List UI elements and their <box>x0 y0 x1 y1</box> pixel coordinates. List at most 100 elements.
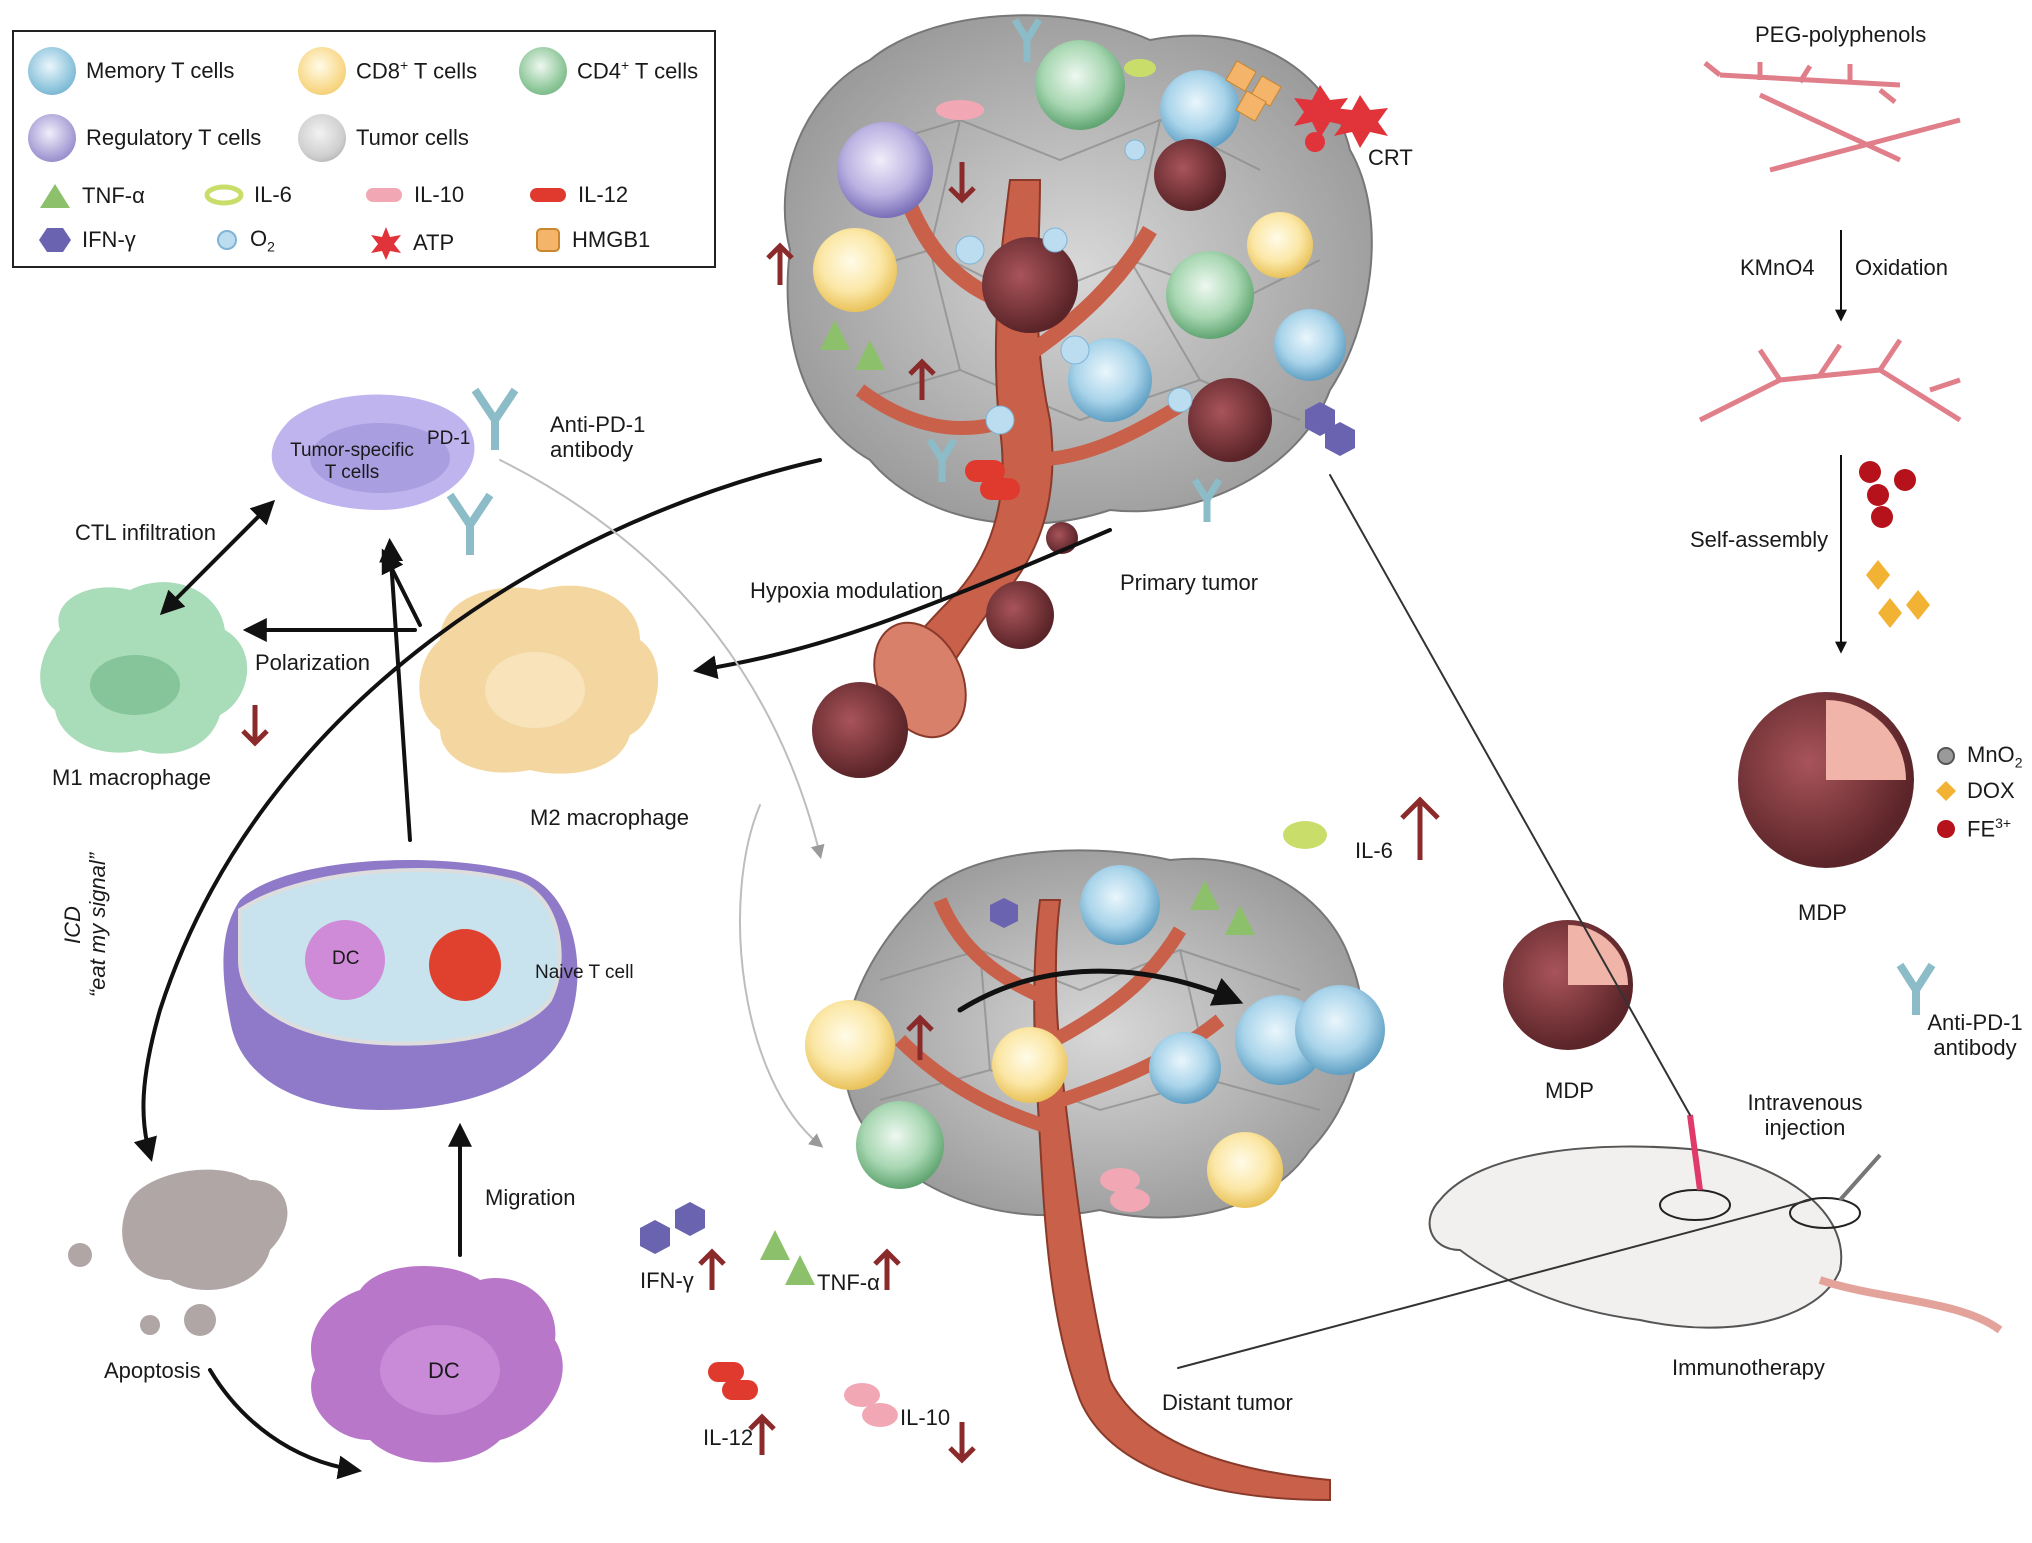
peg-polyphenols-label: PEG-polyphenols <box>1755 22 1927 47</box>
anti-pd1-antibody-label-right: Anti-PD-1 antibody <box>1927 1010 2023 1061</box>
star-icon <box>371 227 401 260</box>
legend-label: IFN-γ <box>82 227 136 252</box>
pill-icon <box>530 188 566 202</box>
lymph-dc-label: DC <box>332 948 360 969</box>
apoptotic-cell <box>68 1169 288 1336</box>
legend-label: IL-10 <box>414 182 465 207</box>
key-dox: DOX <box>1935 778 2015 804</box>
legend-label: TNF-α <box>82 183 145 208</box>
self-assembly-label: Self-assembly <box>1690 527 1829 552</box>
ring-icon <box>204 184 244 206</box>
mouse <box>1428 1114 2003 1334</box>
tumor-specific-t-cell <box>271 394 475 510</box>
square-icon <box>536 228 560 252</box>
distant-cells <box>805 865 1385 1212</box>
lymph-node <box>223 860 578 1110</box>
dox-diamond-icon <box>1936 781 1956 801</box>
m2-macrophage-label: M2 macrophage <box>530 805 689 830</box>
crt-label: CRT <box>1368 145 1413 170</box>
legend-hmgb1: HMGB1 <box>534 226 650 254</box>
polarization-label: Polarization <box>255 650 370 675</box>
legend-label: HMGB1 <box>572 227 651 252</box>
key-label: MnO2 <box>1967 742 2023 771</box>
fe-dox-inputs <box>1859 461 1930 628</box>
tumor-cell-icon <box>298 114 346 162</box>
antibodies-top <box>446 387 519 555</box>
legend-label: ATP <box>413 230 455 255</box>
icd-eat-my-signal-label: ICD “eat my signal” <box>60 852 111 998</box>
legend-memory-t-cells: Memory T cells <box>28 47 234 95</box>
legend-cd8-t-cells: CD8+ T cells <box>298 47 477 95</box>
primary-molecules <box>820 18 1388 522</box>
legend-il10: IL-10 <box>364 182 464 208</box>
naive-t-cell-label: Naive T cell <box>535 962 634 983</box>
hypoxia-modulation-label: Hypoxia modulation <box>750 578 944 603</box>
il6-label: IL-6 <box>1355 838 1393 863</box>
key-fe3: FE3+ <box>1935 815 2011 842</box>
legend-label: IL-6 <box>254 182 292 207</box>
hexagon-icon <box>39 228 71 252</box>
mdp-particle-mouse <box>1503 920 1633 1050</box>
tnf-alpha-label: TNF-α <box>817 1270 880 1295</box>
regulatory-t-cell-icon <box>28 114 76 162</box>
apoptosis-label: Apoptosis <box>104 1358 201 1383</box>
key-mno2: MnO2 <box>1935 742 2022 770</box>
pill-icon <box>366 188 402 202</box>
distant-tumor-vessel <box>895 897 1331 1502</box>
m2-macrophage <box>419 585 659 774</box>
m1-macrophage <box>40 582 248 754</box>
fe-dot-icon <box>1937 819 1955 838</box>
il12-label: IL-12 <box>703 1425 754 1450</box>
legend-il6: IL-6 <box>204 182 292 208</box>
anti-pd1-antibody-label-top: Anti-PD-1 antibody <box>550 412 646 463</box>
legend-label: CD8+ T cells <box>356 57 478 84</box>
triangle-icon <box>40 184 70 208</box>
legend-label: Memory T cells <box>86 58 235 83</box>
memory-t-cell-icon <box>28 47 76 95</box>
peg-polyphenols-structure <box>1703 61 1961 173</box>
mdp-label: MDP <box>1798 900 1847 925</box>
dendritic-cell <box>311 1266 563 1463</box>
legend-atp: ATP <box>369 226 454 260</box>
il10-label: IL-10 <box>900 1405 951 1430</box>
cytokine-icons-bottom <box>640 821 1327 1427</box>
oxidized-polymer-structure <box>1698 338 1962 423</box>
legend-cd4-t-cells: CD4+ T cells <box>519 47 698 95</box>
intravenous-injection-label: Intravenous injection <box>1747 1090 1863 1141</box>
legend-tnf: TNF-α <box>38 182 145 210</box>
immunotherapy-label: Immunotherapy <box>1672 1355 1825 1380</box>
dc-label: DC <box>428 1358 460 1383</box>
mdp-mouse-label: MDP <box>1545 1078 1594 1103</box>
key-label: FE3+ <box>1967 815 2012 842</box>
kmno4-label: KMnO4 <box>1740 255 1815 280</box>
ifn-gamma-label: IFN-γ <box>640 1268 694 1293</box>
migration-label: Migration <box>485 1185 576 1210</box>
antibody-right <box>1896 962 1936 1015</box>
legend-label: Tumor cells <box>356 125 469 150</box>
legend: Memory T cells CD8+ T cells CD4+ T cells… <box>12 30 716 268</box>
legend-ifn: IFN-γ <box>38 226 136 254</box>
primary-tumor-label: Primary tumor <box>1120 570 1259 595</box>
legend-regulatory-t-cells: Regulatory T cells <box>28 114 261 162</box>
mno2-dot-icon <box>1937 747 1955 766</box>
legend-label: O2 <box>250 226 275 255</box>
legend-tumor-cells: Tumor cells <box>298 114 469 162</box>
cd8-t-cell-icon <box>298 47 346 95</box>
legend-label: IL-12 <box>578 182 629 207</box>
arrows <box>133 458 1811 1480</box>
legend-label: CD4+ T cells <box>577 57 699 84</box>
key-label: DOX <box>1967 778 2015 803</box>
m1-macrophage-label: M1 macrophage <box>52 765 211 790</box>
legend-il12: IL-12 <box>528 182 628 208</box>
tumor-specific-t-cells-label: Tumor-specific T cells <box>290 440 414 483</box>
primary-nanoparticles <box>812 139 1272 778</box>
ctl-infiltration-label: CTL infiltration <box>75 520 217 545</box>
legend-o2: O2 <box>214 226 275 254</box>
bubble-icon <box>217 230 237 251</box>
pd1-label: PD-1 <box>427 428 471 449</box>
distant-tumor-label: Distant tumor <box>1162 1390 1293 1415</box>
oxidation-label: Oxidation <box>1855 255 1948 280</box>
primary-cells <box>813 40 1346 422</box>
mdp-particle-large <box>1738 692 1914 868</box>
